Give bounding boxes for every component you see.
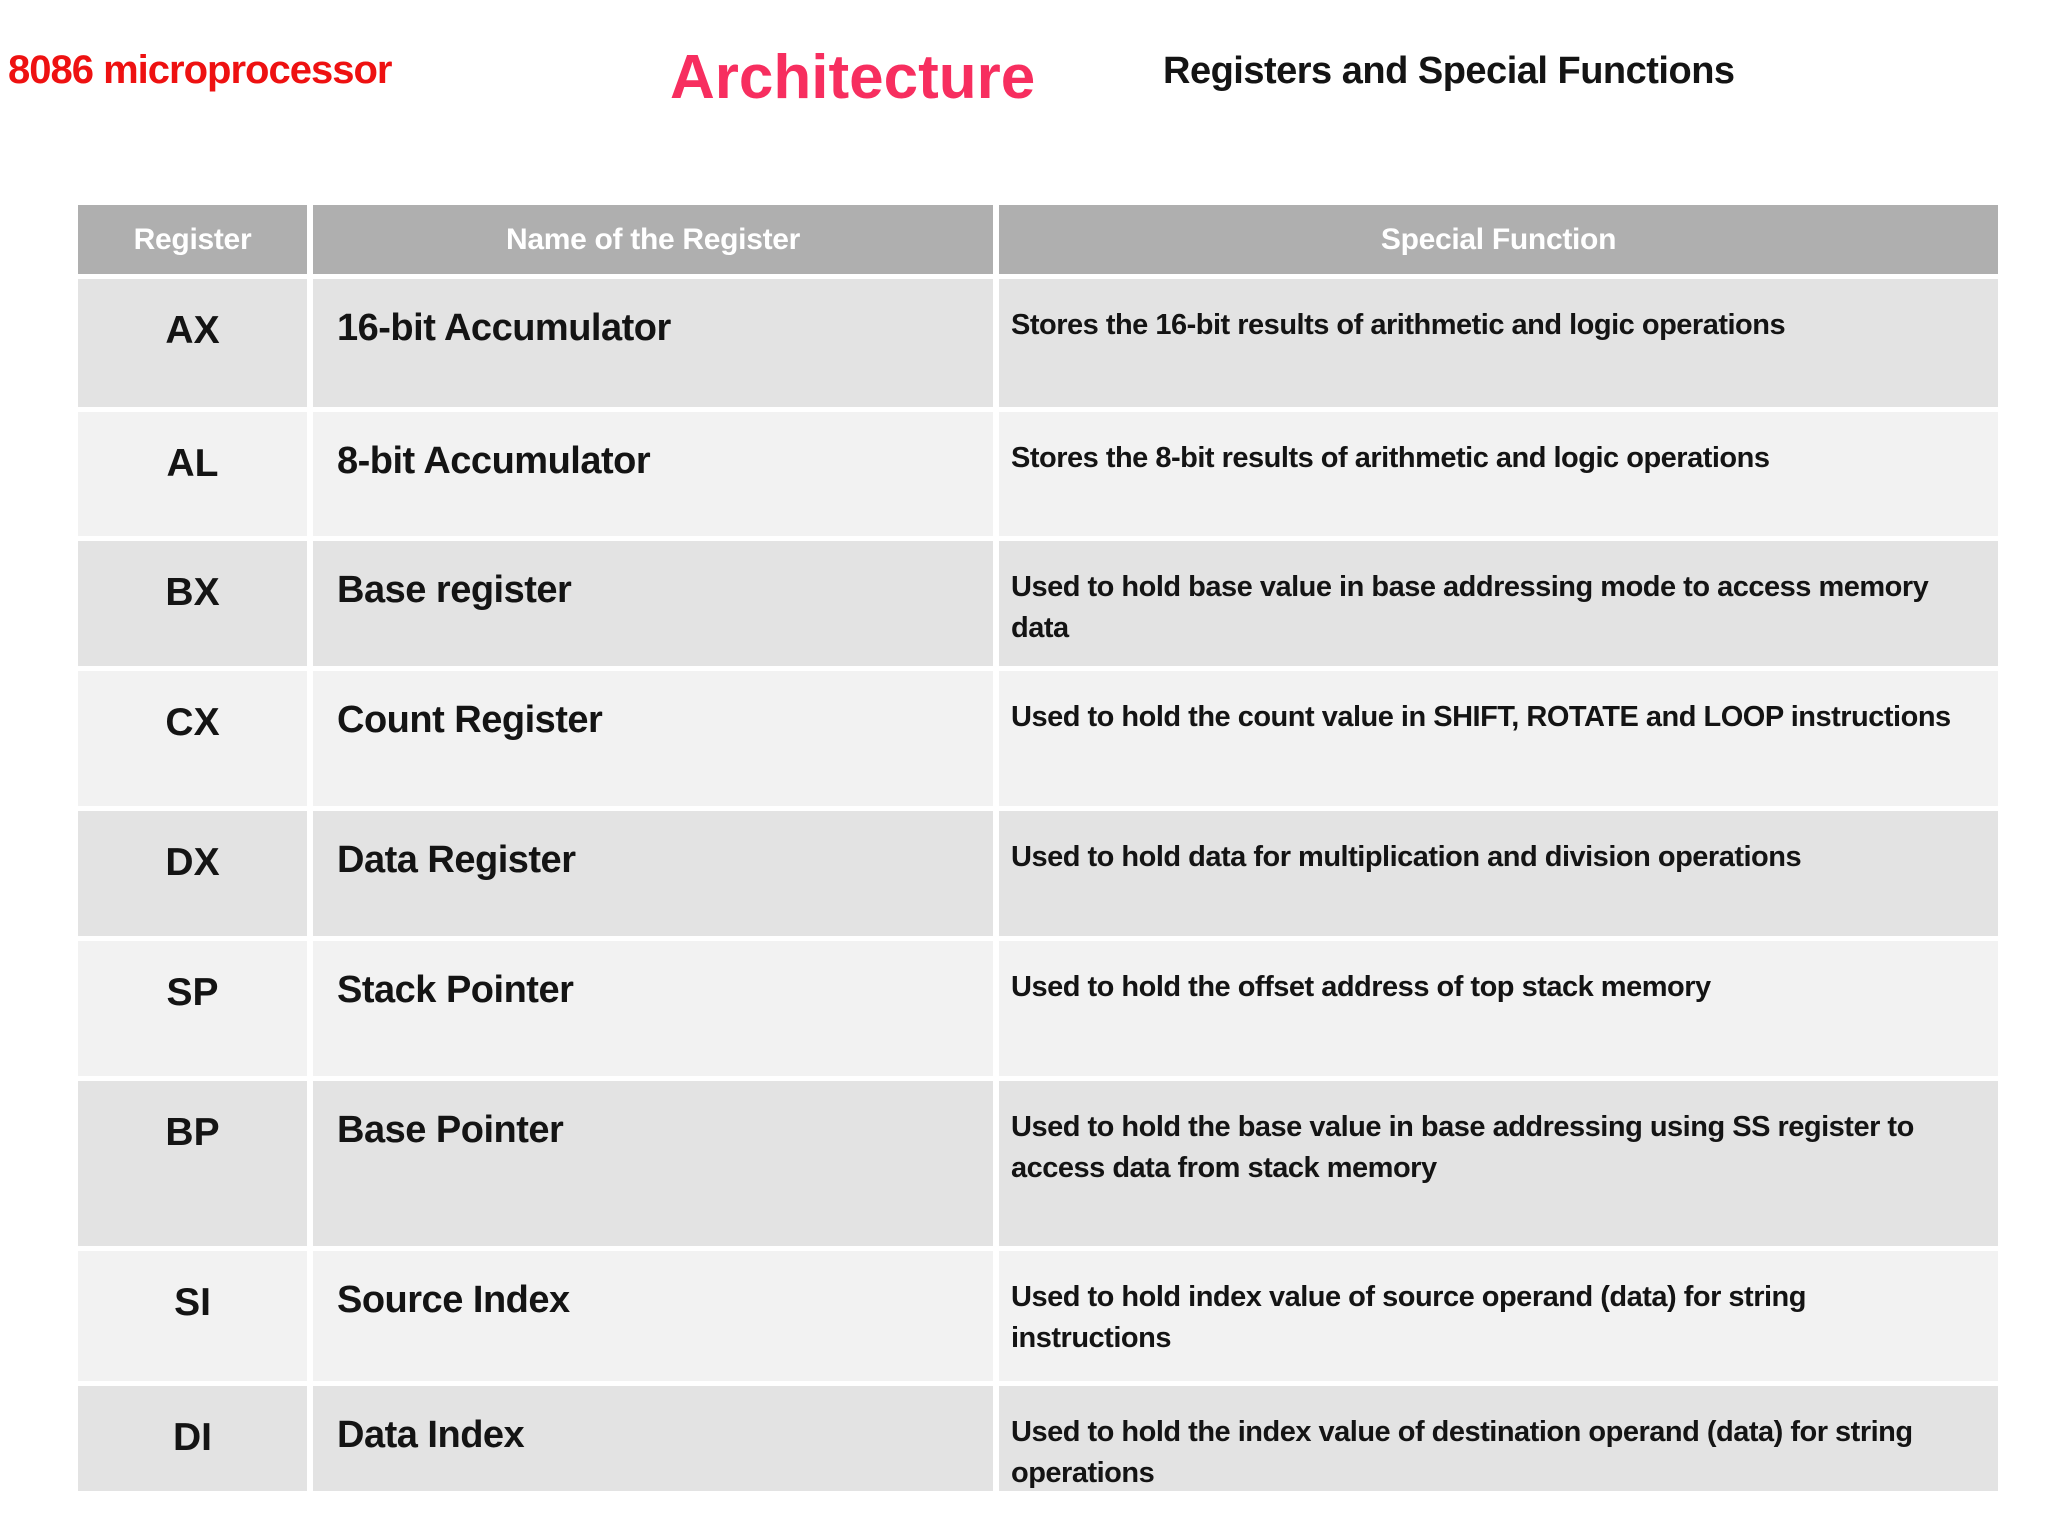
table-cell-name: Stack Pointer — [313, 941, 993, 1076]
table-cell-name: Data Register — [313, 811, 993, 936]
table-cell-name: 16-bit Accumulator — [313, 279, 993, 407]
table-cell-name: Base register — [313, 541, 993, 666]
table-cell-function: Used to hold the base value in base addr… — [999, 1081, 1998, 1246]
column-header-register: Register — [78, 205, 307, 274]
table-cell-function: Used to hold the index value of destinat… — [999, 1386, 1998, 1491]
table-cell-function: Stores the 8-bit results of arithmetic a… — [999, 412, 1998, 536]
table-cell-function: Used to hold the offset address of top s… — [999, 941, 1998, 1076]
table-cell-register: AX — [78, 279, 307, 407]
table-cell-register: SI — [78, 1251, 307, 1381]
table-cell-function: Stores the 16-bit results of arithmetic … — [999, 279, 1998, 407]
table-cell-register: BP — [78, 1081, 307, 1246]
table-cell-name: Data Index — [313, 1386, 993, 1491]
table-cell-function: Used to hold base value in base addressi… — [999, 541, 1998, 666]
registers-table: Register Name of the Register Special Fu… — [78, 205, 1998, 1491]
page-title: Architecture — [670, 43, 1036, 112]
table-cell-register: DX — [78, 811, 307, 936]
table-cell-register: CX — [78, 671, 307, 806]
table-cell-name: Source Index — [313, 1251, 993, 1381]
table-cell-function: Used to hold index value of source opera… — [999, 1251, 1998, 1381]
column-header-name: Name of the Register — [313, 205, 993, 274]
column-header-special-function: Special Function — [999, 205, 1998, 274]
table-cell-name: Count Register — [313, 671, 993, 806]
table-cell-register: DI — [78, 1386, 307, 1491]
table-cell-name: Base Pointer — [313, 1081, 993, 1246]
page-subtitle: Registers and Special Functions — [1163, 50, 1735, 92]
table-cell-register: BX — [78, 541, 307, 666]
table-cell-register: AL — [78, 412, 307, 536]
table-cell-register: SP — [78, 941, 307, 1076]
course-label: 8086 microprocessor — [8, 48, 392, 92]
table-cell-function: Used to hold the count value in SHIFT, R… — [999, 671, 1998, 806]
table-cell-function: Used to hold data for multiplication and… — [999, 811, 1998, 936]
table-cell-name: 8-bit Accumulator — [313, 412, 993, 536]
